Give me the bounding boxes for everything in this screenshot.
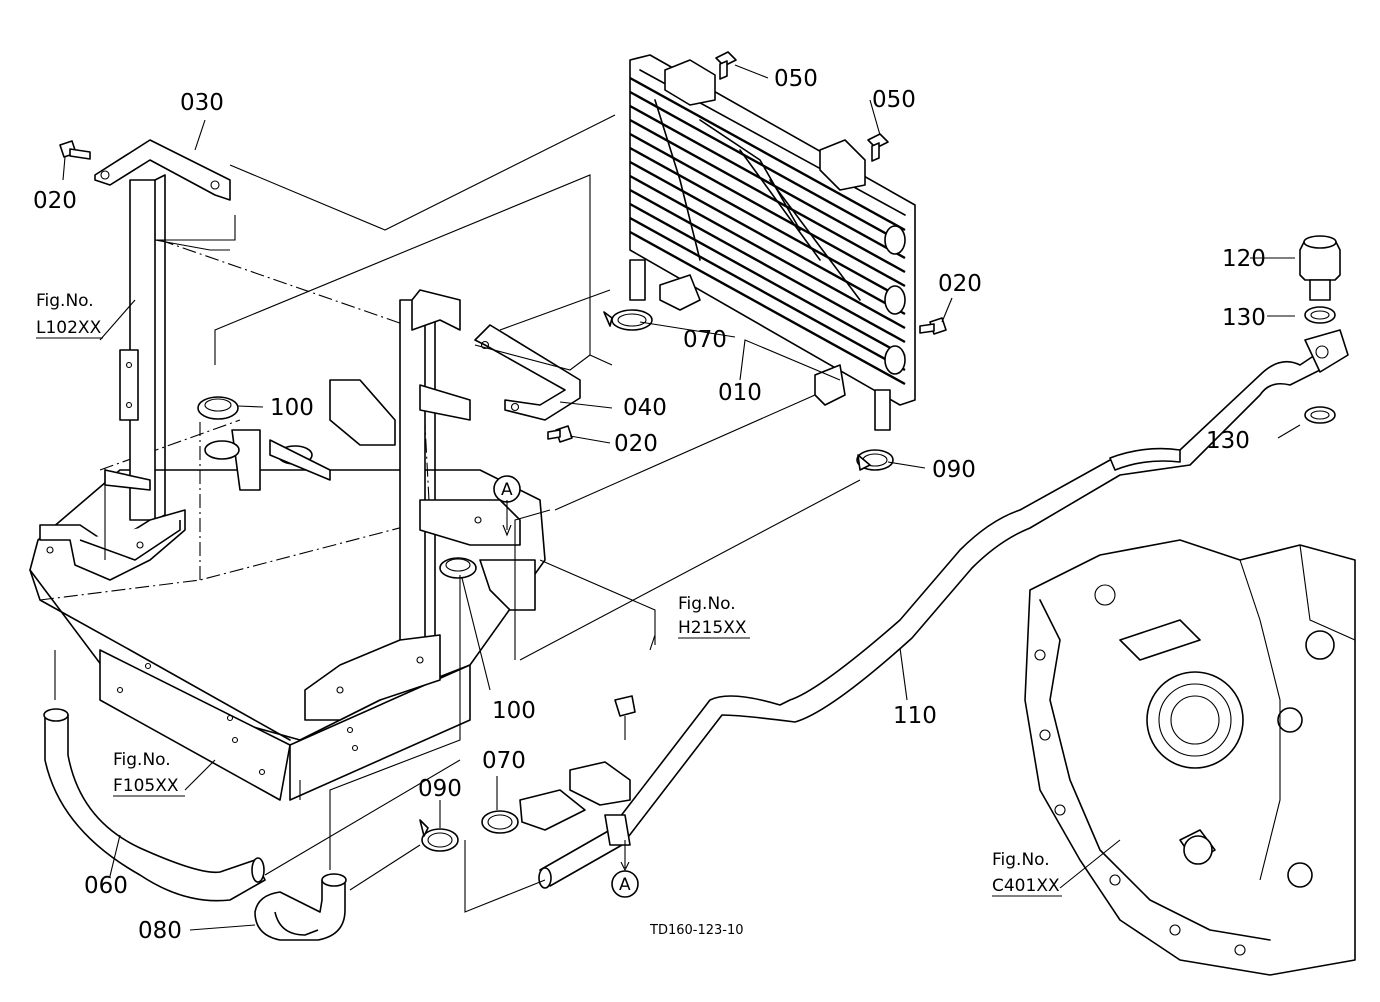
label-010: 010: [718, 380, 762, 406]
figref-f105-label: Fig.No.: [113, 750, 171, 770]
bracket-040: [474, 324, 581, 421]
figure-references: Fig.No. L102XX Fig.No. H215XX Fig.No. F1…: [36, 291, 1062, 897]
figref-h215-label: Fig.No.: [678, 594, 736, 614]
label-130-bottom: 130: [1206, 428, 1250, 454]
label-090-right: 090: [932, 457, 976, 483]
hose-060: [43, 708, 266, 902]
bolts: [59, 51, 947, 740]
part-labels: 010 020 020 020 030 040 050 050 060 070 …: [33, 66, 1266, 944]
grommets-100: [197, 396, 477, 579]
label-080: 080: [138, 918, 182, 944]
drawing-code: TD160-123-10: [649, 923, 744, 938]
label-070-top: 070: [683, 327, 727, 353]
label-100-bottom: 100: [492, 698, 536, 724]
label-020-left: 020: [33, 188, 77, 214]
hose-080: [254, 873, 347, 941]
label-120: 120: [1222, 246, 1266, 272]
fitting-120: [1299, 235, 1341, 424]
transmission-case: [1024, 539, 1356, 976]
leader-lines: [54, 64, 1301, 931]
marker-a-top: A: [501, 480, 513, 500]
label-090-bottom: 090: [418, 776, 462, 802]
frame-assembly: [29, 174, 546, 801]
figref-c401-label: Fig.No.: [992, 850, 1050, 870]
label-050-top: 050: [774, 66, 818, 92]
figref-f105-code: F105XX: [113, 776, 179, 796]
label-070-bottom: 070: [482, 748, 526, 774]
label-100-left: 100: [270, 395, 314, 421]
figref-l102-label: Fig.No.: [36, 291, 94, 311]
bracket-030: [94, 139, 236, 251]
label-110: 110: [893, 703, 937, 729]
label-030: 030: [180, 90, 224, 116]
label-050-right: 050: [872, 87, 916, 113]
figref-h215-code: H215XX: [678, 618, 747, 638]
pipe-110: [519, 329, 1349, 889]
hose-clamps: [419, 309, 894, 852]
label-020-middle: 020: [614, 431, 658, 457]
figref-c401-code: C401XX: [992, 876, 1060, 896]
label-130-top: 130: [1222, 305, 1266, 331]
oil-cooler-010: [629, 54, 916, 431]
label-060: 060: [84, 873, 128, 899]
figref-l102-code: L102XX: [36, 318, 102, 338]
marker-a-bottom: A: [619, 875, 631, 895]
label-040: 040: [623, 395, 667, 421]
reference-markers: [493, 475, 639, 898]
label-020-right: 020: [938, 271, 982, 297]
